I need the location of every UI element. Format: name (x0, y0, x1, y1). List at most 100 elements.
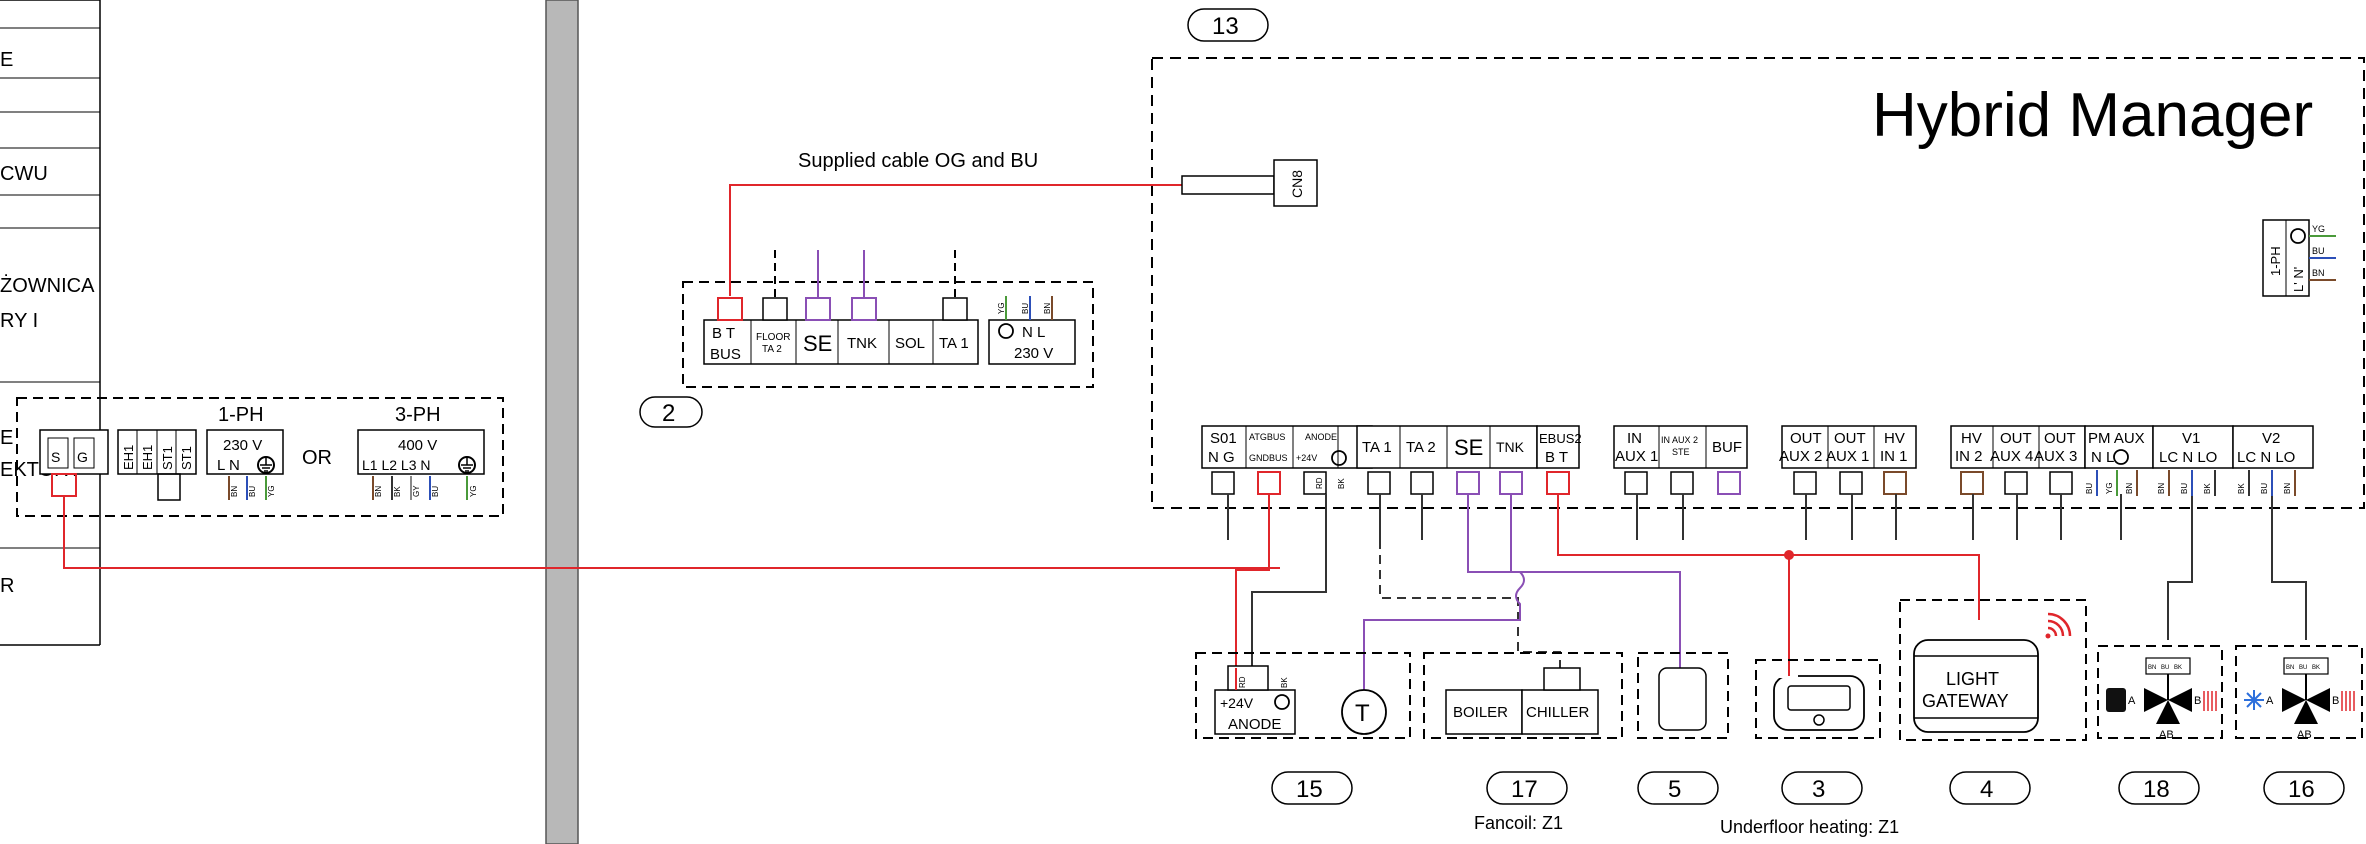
svg-text:1-PH: 1-PH (2268, 246, 2283, 276)
svg-text:LIGHT: LIGHT (1946, 669, 1999, 689)
left-panel: E CWU ŻOWNICA RY I E EKTORY R (0, 0, 101, 646)
svg-text:BK: BK (1280, 677, 1289, 688)
label-16: 16 (2263, 771, 2345, 805)
ta-dashed-wire (1379, 540, 1561, 668)
svg-text:BK: BK (1337, 478, 1346, 489)
three-phase-title: 3-PH (395, 404, 441, 426)
svg-text:BU: BU (2312, 246, 2325, 256)
svg-text:GNDBUS: GNDBUS (1249, 453, 1288, 463)
svg-text:BN: BN (2148, 665, 2156, 671)
svg-text:B: B (2332, 695, 2339, 707)
tnk-purple-wire (1510, 494, 1681, 668)
svg-text:OUT: OUT (2044, 430, 2076, 447)
svg-text:EBUS2: EBUS2 (1539, 431, 1582, 446)
wire-code: BK (393, 486, 402, 497)
svg-text:BU: BU (2299, 665, 2307, 671)
svg-text:BN: BN (2125, 483, 2134, 494)
svg-text:TNK: TNK (847, 335, 877, 352)
cable-note: Supplied cable OG and BU (798, 150, 1038, 172)
underfloor-caption: Underfloor heating: Z1 (1720, 817, 1899, 837)
wire-code: GY (412, 485, 421, 497)
svg-text:BU: BU (2260, 483, 2269, 494)
radiator-icon (2341, 691, 2355, 711)
svg-text:BK: BK (2237, 483, 2246, 494)
terminal-label: G (77, 449, 88, 465)
svg-text:IN 1: IN 1 (1880, 448, 1908, 465)
svg-text:BN: BN (2157, 483, 2166, 494)
left-row-label: R (0, 575, 14, 597)
svg-text:TA 1: TA 1 (1362, 439, 1392, 456)
temperature-sensor-icon (1341, 689, 1387, 735)
svg-text:A: A (2266, 695, 2274, 707)
single-phase-title: 1-PH (218, 404, 264, 426)
label-3: 3 (1781, 771, 1863, 805)
svg-text:AUX 1: AUX 1 (1826, 448, 1869, 465)
ground-icon (2113, 449, 2129, 465)
wire-code: BU (248, 486, 257, 497)
svg-text:YG: YG (2312, 224, 2325, 234)
svg-text:LC N LO: LC N LO (2237, 449, 2295, 466)
ground-icon (2290, 228, 2306, 244)
label-5: 5 (1637, 771, 1719, 805)
svg-text:ANODE: ANODE (1305, 432, 1337, 442)
terminal-stubs (1227, 494, 2122, 540)
svg-text:BU: BU (2161, 665, 2169, 671)
terminal-strip: S01 N G ATGBUS GNDBUS ANODE +24V TA 1 TA… (1201, 425, 2314, 496)
svg-text:BU: BU (2085, 483, 2094, 494)
device-16-valve: BN BU BK A B AB (2235, 645, 2363, 741)
svg-text:+24V: +24V (1296, 453, 1317, 463)
left-row-label: ŻOWNICA (0, 274, 95, 297)
single-phase-voltage: 230 V (223, 437, 262, 454)
svg-text:BN: BN (2283, 483, 2292, 494)
svg-text:LC N LO: LC N LO (2159, 449, 2217, 466)
cn8-label: CN8 (1289, 170, 1305, 198)
svg-text:2: 2 (662, 400, 675, 427)
svg-text:N L: N L (1022, 324, 1045, 341)
v1-wire (2167, 496, 2193, 640)
anode-black-wire (1251, 494, 1327, 668)
svg-text:18: 18 (2143, 776, 2170, 803)
label-4: 4 (1949, 771, 2031, 805)
cn8-wire (729, 184, 1182, 296)
svg-text:AUX 3: AUX 3 (2034, 448, 2077, 465)
svg-text:CHILLER: CHILLER (1526, 704, 1590, 721)
wire-junction (1784, 550, 1794, 560)
svg-text:BUF: BUF (1712, 439, 1742, 456)
ground-icon (998, 323, 1014, 339)
svg-text:AUX 4: AUX 4 (1990, 448, 2033, 465)
label-2: 2 (639, 396, 703, 428)
svg-text:BU: BU (2180, 483, 2189, 494)
left-row-label: E (0, 49, 13, 71)
svg-text:+24V: +24V (1220, 695, 1254, 711)
bus-wire (63, 496, 1280, 569)
or-label: OR (302, 447, 332, 469)
svg-text:OUT: OUT (1790, 430, 1822, 447)
svg-text:GATEWAY: GATEWAY (1922, 691, 2009, 711)
svg-text:17: 17 (1511, 776, 1538, 803)
device-17-boiler-chiller: BOILER CHILLER (1423, 652, 1623, 739)
svg-text:SE: SE (803, 331, 832, 356)
svg-text:ANODE: ANODE (1228, 716, 1281, 733)
svg-text:V1: V1 (2182, 430, 2200, 447)
ground-icon (1331, 450, 1347, 466)
svg-text:AUX 1: AUX 1 (1615, 448, 1658, 465)
svg-text:IN: IN (1627, 430, 1642, 447)
svg-text:BN: BN (2312, 268, 2325, 278)
wire-code: BN (374, 486, 383, 497)
svg-text:FLOOR: FLOOR (756, 332, 790, 343)
svg-text:16: 16 (2288, 776, 2315, 803)
svg-text:L' N': L' N' (2291, 267, 2306, 292)
device-5-room-unit (1637, 652, 1729, 739)
svg-text:HV: HV (1961, 430, 1982, 447)
power-supply-block: S G EH1 EH1 ST1 ST1 1-PH 230 V L N BN BU… (16, 397, 504, 517)
wire-code: YG (267, 485, 276, 497)
svg-text:B T: B T (712, 325, 735, 342)
svg-text:5: 5 (1668, 776, 1681, 803)
svg-text:V2: V2 (2262, 430, 2280, 447)
wire-code: YG (469, 485, 478, 497)
cn8-connector (1273, 159, 1318, 207)
svg-text:SOL: SOL (895, 335, 925, 352)
svg-text:IN 2: IN 2 (1955, 448, 1983, 465)
svg-text:IN AUX 2: IN AUX 2 (1661, 435, 1698, 445)
svg-text:15: 15 (1296, 776, 1323, 803)
